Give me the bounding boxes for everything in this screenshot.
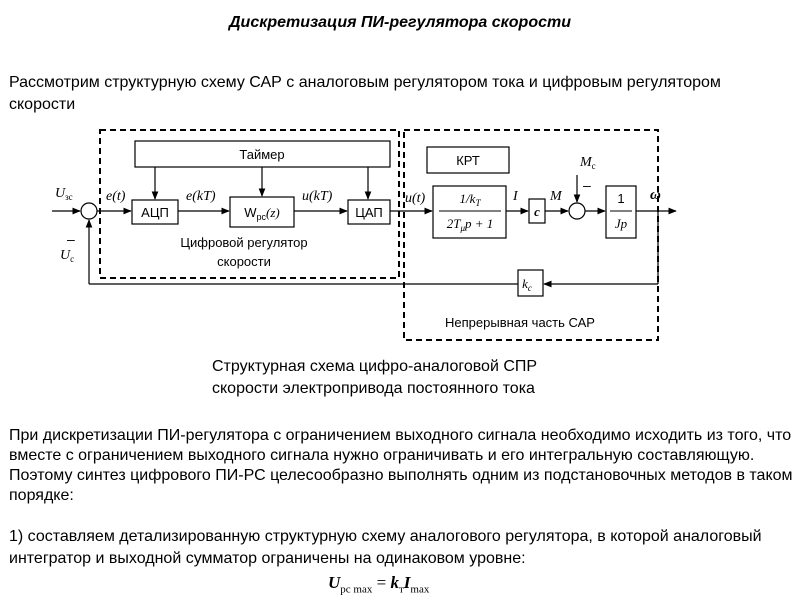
dac-block: [347, 199, 391, 225]
input-u-label: Uзс: [55, 186, 73, 202]
omega-label: ω: [650, 187, 661, 203]
current-loop-block: [432, 185, 507, 239]
u-kt-label: u(kT): [302, 189, 333, 204]
load-torque-label: Mc: [579, 155, 596, 171]
load-torque-minus: –: [583, 177, 591, 193]
continuous-region-border: [403, 129, 659, 341]
digital-region-border: [99, 129, 400, 279]
tf-numerator: 1/kT: [460, 191, 482, 208]
torque-summing-junction: [568, 202, 586, 220]
adc-block: [131, 199, 179, 225]
slide-title: Дискретизация ПИ-регулятора скорости: [228, 14, 571, 31]
current-label: I: [512, 189, 519, 204]
controller-block: [229, 196, 295, 228]
controller-label: Wрс(z): [244, 205, 280, 222]
c-label: c: [534, 204, 540, 219]
adc-label: АЦП: [141, 205, 169, 220]
e-kt-label: e(kT): [186, 189, 216, 204]
u-t-label: u(t): [405, 191, 426, 206]
caption-line-2: скорости электропривода постоянного тока: [212, 380, 535, 397]
limit-formula: Uрс max = kтImax: [328, 573, 430, 596]
krt-block: [426, 146, 510, 174]
step-1-text: 1) составляем детализированную структурн…: [9, 528, 762, 567]
e-t-label: e(t): [106, 189, 126, 204]
mech-numerator: 1: [617, 191, 624, 206]
torque-label: M: [549, 189, 563, 204]
caption-line-1: Структурная схема цифро-аналоговой СПР: [212, 358, 538, 375]
paragraph-text: При дискретизации ПИ-регулятора с ограни…: [9, 427, 793, 504]
tf-denominator: 2Tμp + 1: [447, 216, 494, 233]
kc-block: [517, 269, 544, 297]
digital-region-label-1: Цифровой регулятор: [180, 235, 307, 250]
mechanical-block: [605, 185, 637, 239]
timer-label: Таймер: [239, 147, 284, 162]
diagram-caption: Структурная схема цифро-аналоговой СПР с…: [212, 356, 537, 400]
krt-label: КРТ: [456, 153, 480, 168]
mech-denominator: Jp: [615, 216, 628, 231]
continuous-region-label: Непрерывная часть САР: [445, 315, 595, 330]
intro-text: Рассмотрим структурную схему САР с анало…: [9, 74, 721, 113]
dac-label: ЦАП: [355, 205, 383, 220]
feedback-u-label: Uс: [60, 248, 74, 264]
feedback-minus: –: [67, 231, 75, 247]
digital-region-label-2: скорости: [217, 254, 271, 269]
kc-label: kc: [522, 276, 532, 293]
input-summing-junction: [80, 202, 98, 220]
